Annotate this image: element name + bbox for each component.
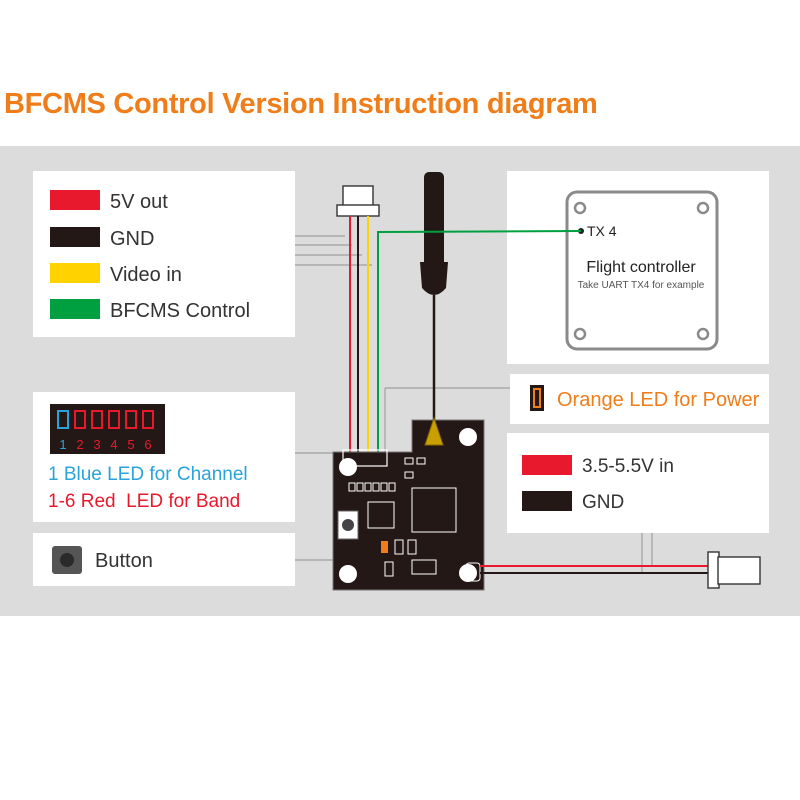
legend-swatch-video [50, 263, 100, 283]
legend-label-bfcms: BFCMS Control [110, 300, 250, 322]
button-icon-dot [60, 553, 74, 567]
vtx-board [332, 419, 485, 591]
power-swatch-gnd [522, 491, 572, 511]
legend-label-gnd: GND [110, 228, 154, 250]
flight-controller-subtitle: Take UART TX4 for example [578, 280, 705, 291]
fc-mount-hole-bl [573, 327, 587, 341]
led-2-red [74, 410, 86, 429]
power-led-label: Orange LED for Power [557, 389, 760, 411]
vtx-wire-pads [342, 449, 388, 467]
antenna-base [420, 262, 448, 295]
power-label-vin: 3.5-5.5V in [582, 456, 674, 477]
power-label-gnd: GND [582, 492, 624, 513]
led-blocks [57, 410, 154, 429]
led-number-5: 5 [127, 437, 134, 452]
fc-mount-hole-tr [696, 201, 710, 215]
fc-mount-hole-tl [573, 201, 587, 215]
power-led-icon [533, 388, 541, 408]
fc-mount-hole-br [696, 327, 710, 341]
flight-controller-title: Flight controller [586, 259, 696, 276]
vtx-small-components [348, 457, 481, 582]
wire-bfcms-control [377, 230, 582, 455]
power-legend-box [507, 433, 769, 533]
vtx-button-dot [342, 519, 354, 531]
power-led-box [510, 374, 769, 424]
led-1-blue [57, 410, 69, 429]
antenna-whip [424, 172, 444, 267]
vtx-mount-hole-tr [459, 428, 477, 446]
button-label: Button [95, 550, 153, 572]
legend-swatch-gnd [50, 227, 100, 247]
flight-controller-board [565, 190, 719, 351]
legend-label-5v: 5V out [110, 191, 168, 213]
led-number-6: 6 [144, 437, 151, 452]
led-6-red [142, 410, 154, 429]
led-4-red [108, 410, 120, 429]
vtx-mount-hole-br [459, 564, 477, 582]
legend-label-video: Video in [110, 264, 182, 286]
led-number-3: 3 [93, 437, 100, 452]
led-number-1: 1 [59, 437, 66, 452]
legend-swatch-bfcms [50, 299, 100, 319]
vtx-power-led [381, 541, 388, 553]
tx4-pin-label: TX 4 [587, 223, 617, 239]
diagram-title: BFCMS Control Version Instruction diagra… [4, 88, 598, 120]
blue-led-label: 1 Blue LED for Channel [48, 464, 248, 485]
wire-connector-top-lip [336, 204, 380, 217]
wire-connector-top [342, 185, 374, 207]
led-3-red [91, 410, 103, 429]
legend-swatch-5v [50, 190, 100, 210]
red-led-label: 1-6 Red LED for Band [48, 491, 240, 512]
led-5-red [125, 410, 137, 429]
vtx-mount-hole-bl [339, 565, 357, 583]
vtx-ufl-connector [424, 416, 444, 446]
power-connector [717, 556, 761, 585]
vtx-mount-hole-tl [339, 458, 357, 476]
led-number-4: 4 [110, 437, 117, 452]
led-number-2: 2 [76, 437, 83, 452]
power-swatch-vin [522, 455, 572, 475]
